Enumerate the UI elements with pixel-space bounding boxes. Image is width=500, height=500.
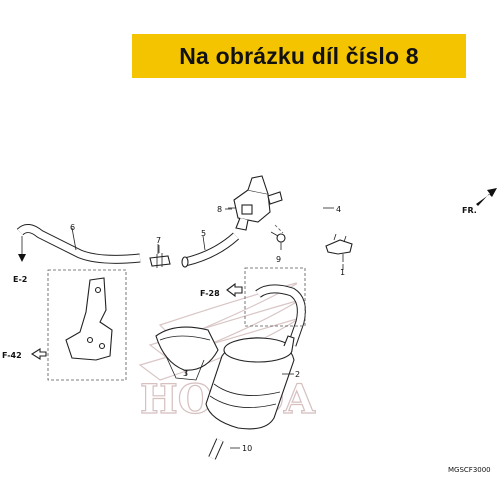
callout-5: 5 bbox=[201, 229, 206, 238]
canister-part-2 bbox=[205, 335, 295, 430]
canister-bracket-part-3 bbox=[155, 326, 219, 381]
callout-4: 4 bbox=[336, 205, 341, 214]
hose-part-4 bbox=[262, 169, 334, 336]
leader-lines bbox=[157, 208, 344, 449]
callout-6: 6 bbox=[70, 223, 75, 232]
part-number-banner: Na obrázku díl číslo 8 bbox=[132, 34, 466, 78]
callout-2: 2 bbox=[295, 370, 300, 379]
callout-7: 7 bbox=[156, 236, 161, 245]
diagram-code: MGSCF3000 bbox=[448, 466, 491, 474]
solenoid-valve-part-8 bbox=[228, 175, 283, 231]
joint-part-7 bbox=[149, 245, 171, 268]
ref-e2: E-2 bbox=[13, 275, 27, 284]
hose-part-5 bbox=[181, 232, 240, 268]
ref-f28: F-28 bbox=[200, 289, 220, 298]
bolt-part-9 bbox=[270, 224, 286, 250]
tube-part-10 bbox=[208, 438, 224, 460]
callout-9: 9 bbox=[276, 255, 281, 264]
callout-8: 8 bbox=[217, 205, 222, 214]
callout-3: 3 bbox=[183, 369, 188, 378]
bracket-assembly bbox=[30, 269, 127, 381]
hose-f28-connection bbox=[226, 267, 306, 347]
front-label: FR. bbox=[462, 206, 477, 215]
callout-1: 1 bbox=[340, 268, 345, 277]
front-direction-arrow: FR. bbox=[462, 188, 497, 215]
clip-part-1 bbox=[325, 233, 353, 262]
ref-f42: F-42 bbox=[2, 351, 22, 360]
hose-part-6 bbox=[16, 224, 141, 264]
callout-10: 10 bbox=[242, 444, 252, 453]
